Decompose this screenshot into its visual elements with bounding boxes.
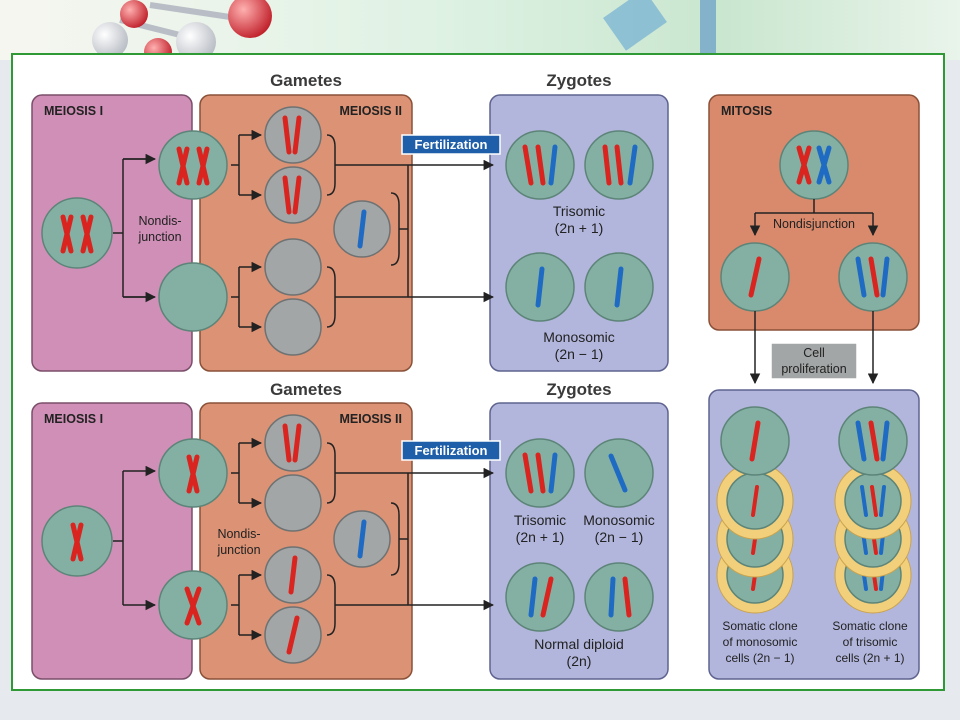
top-nondisjunction-line1: Nondis- — [138, 214, 181, 228]
top-zygote-monosomic-1 — [505, 252, 575, 322]
top-zygotes-header: Zygotes — [546, 71, 611, 90]
top-gamete-3 — [264, 238, 322, 296]
clone-tri-line2: of trisomic — [843, 635, 898, 649]
diagram-slide: Gametes Zygotes MEIOSIS I MEIOSIS II Non… — [11, 53, 945, 691]
bottom-daughter-cell-upper — [158, 438, 228, 508]
mitosis-title: MITOSIS — [721, 104, 772, 118]
bottom-zygote-monosomic — [584, 438, 654, 508]
top-zygote-trisomic-2 — [584, 130, 654, 200]
top-section: Gametes Zygotes MEIOSIS I MEIOSIS II Non… — [31, 71, 669, 372]
top-trisomic-label: Trisomic — [553, 203, 605, 219]
cell-proliferation-box: Cell proliferation — [770, 342, 858, 380]
top-meiosis2-panel — [199, 94, 413, 372]
top-zygote-monosomic-2 — [584, 252, 654, 322]
nondisjunction-diagram: Gametes Zygotes MEIOSIS I MEIOSIS II Non… — [31, 71, 920, 680]
bottom-fertilization-box: Fertilization — [401, 440, 501, 461]
top-fertilization-label: Fertilization — [415, 137, 488, 152]
bottom-monosomic-formula: (2n − 1) — [595, 529, 644, 545]
bottom-normal-label: Normal diploid — [534, 636, 623, 652]
top-gametes-header: Gametes — [270, 71, 342, 90]
bottom-gamete-4 — [264, 606, 322, 664]
clone-mono-line1: Somatic clone — [722, 619, 798, 633]
bottom-gamete-2 — [264, 474, 322, 532]
top-meiosis1-title: MEIOSIS I — [44, 104, 103, 118]
top-normal-gamete — [333, 200, 391, 258]
bottom-monosomic-label: Monosomic — [583, 512, 655, 528]
trisomic-clone-stack — [834, 406, 912, 614]
top-nondisjunction-line2: junction — [137, 230, 181, 244]
top-meiosis2-title: MEIOSIS II — [339, 104, 402, 118]
bottom-nondisjunction-line1: Nondis- — [217, 527, 260, 541]
bottom-normal-gamete — [333, 510, 391, 568]
clone-tri-line3: cells (2n + 1) — [835, 651, 904, 665]
bottom-normal-formula: (2n) — [567, 653, 592, 669]
bottom-gamete-3 — [264, 546, 322, 604]
molecule-decoration — [92, 0, 272, 66]
top-monosomic-label: Monosomic — [543, 329, 615, 345]
cell-proliferation-line2: proliferation — [781, 362, 846, 376]
bottom-zygote-normal-2 — [584, 562, 654, 632]
bottom-daughter-cell-lower — [158, 570, 228, 640]
bottom-trisomic-formula: (2n + 1) — [516, 529, 565, 545]
bottom-meiosis2-panel — [199, 402, 413, 680]
bottom-parent-cell — [41, 505, 113, 577]
top-zygote-trisomic-1 — [505, 130, 575, 200]
top-gamete-1 — [264, 106, 322, 164]
monosomic-clone-stack — [716, 406, 794, 614]
clone-mono-line3: cells (2n − 1) — [725, 651, 794, 665]
bottom-gamete-1 — [264, 414, 322, 472]
mitosis-parent-cell — [779, 130, 849, 200]
top-fertilization-box: Fertilization — [401, 134, 501, 155]
bottom-zygote-trisomic — [505, 438, 575, 508]
clone-tri-line1: Somatic clone — [832, 619, 908, 633]
cell-proliferation-line1: Cell — [803, 346, 825, 360]
clone-mono-line2: of monosomic — [723, 635, 798, 649]
top-monosomic-formula: (2n − 1) — [555, 346, 604, 362]
bottom-nondisjunction-line2: junction — [216, 543, 260, 557]
mitosis-daughter-monosomic — [720, 242, 790, 312]
bottom-zygote-normal-1 — [505, 562, 575, 632]
bottom-trisomic-label: Trisomic — [514, 512, 566, 528]
top-trisomic-formula: (2n + 1) — [555, 220, 604, 236]
mitosis-section: MITOSIS Nondisjunction Cell proliferatio… — [708, 94, 920, 680]
bottom-fertilization-label: Fertilization — [415, 443, 488, 458]
mitosis-daughter-trisomic — [838, 242, 908, 312]
top-daughter-cell-upper — [158, 130, 228, 200]
top-gamete-2 — [264, 166, 322, 224]
test-tube-decoration — [603, 0, 716, 60]
bottom-section: Gametes Zygotes MEIOSIS I MEIOSIS II Non… — [31, 380, 669, 680]
bottom-zygotes-header: Zygotes — [546, 380, 611, 399]
bottom-meiosis1-title: MEIOSIS I — [44, 412, 103, 426]
bottom-meiosis2-title: MEIOSIS II — [339, 412, 402, 426]
top-daughter-cell-lower — [158, 262, 228, 332]
bottom-gametes-header: Gametes — [270, 380, 342, 399]
top-gamete-4 — [264, 298, 322, 356]
mitosis-nondisjunction-label: Nondisjunction — [773, 217, 855, 231]
top-parent-cell — [41, 197, 113, 269]
